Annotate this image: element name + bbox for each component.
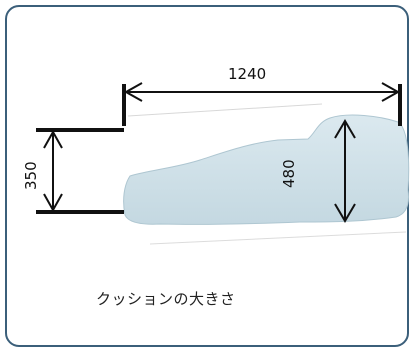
dim-480-arrow-top — [334, 119, 356, 139]
shadow-line-top — [127, 103, 323, 117]
dim-480-label: 480 — [280, 159, 298, 188]
figure-caption: クッションの大きさ — [96, 290, 236, 308]
dim-350-arrow-top — [43, 129, 63, 149]
dim-480-arrow-bottom — [334, 203, 356, 223]
dim-350-arrow-bottom — [43, 193, 63, 213]
cushion-image — [123, 114, 410, 225]
shadow-line-bottom — [149, 231, 407, 245]
dim-350-label: 350 — [22, 161, 40, 190]
dim-1240-arrow-right — [381, 82, 401, 102]
dim-1240-label: 1240 — [228, 65, 266, 83]
dim-1240-arrow-left — [123, 82, 143, 102]
